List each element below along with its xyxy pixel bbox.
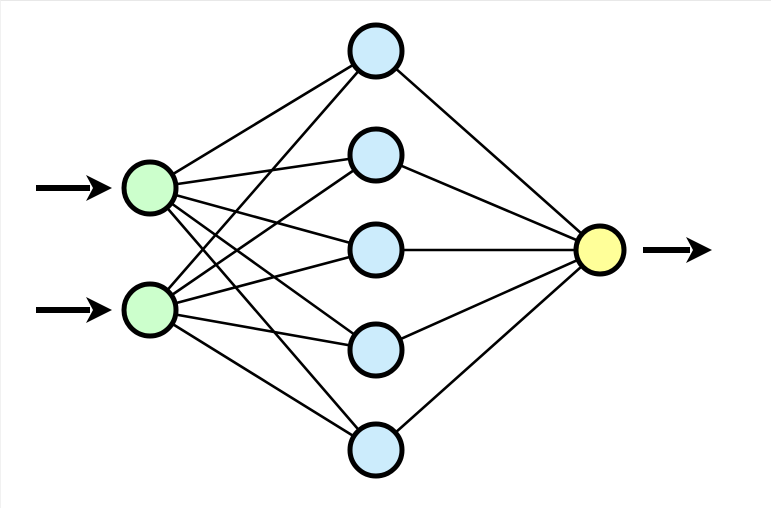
node-hidden-1[interactable] — [347, 22, 405, 80]
input-arrow-2-head — [86, 297, 112, 323]
edge-i2-h3 — [148, 248, 378, 312]
arrow-right-icon — [36, 175, 112, 201]
node-hidden-2[interactable] — [347, 126, 405, 184]
node-hidden-4[interactable] — [347, 321, 405, 379]
edge-group — [148, 49, 602, 452]
node-output-1[interactable] — [573, 223, 627, 277]
edge-h4-o1 — [374, 248, 602, 352]
edge-i1-h3 — [148, 186, 378, 252]
edge-i2-h1 — [148, 49, 378, 312]
edge-i1-h1 — [148, 49, 378, 190]
input-arrow-1-head — [86, 175, 112, 201]
edge-i1-h5 — [148, 186, 378, 452]
edge-i2-h5 — [148, 308, 378, 452]
edge-i2-h2 — [148, 153, 378, 312]
node-hidden-5[interactable] — [347, 421, 405, 479]
edge-h2-o1 — [374, 153, 602, 252]
arrow-right-icon — [36, 297, 112, 323]
edge-h1-o1 — [374, 49, 602, 252]
arrow-right-icon — [643, 237, 712, 263]
edge-i2-h4 — [148, 308, 378, 352]
node-input-2[interactable] — [121, 281, 179, 339]
output-arrow-1-head — [686, 237, 712, 263]
edge-i1-h4 — [148, 186, 378, 352]
edge-i1-h2 — [148, 153, 378, 190]
edge-h5-o1 — [374, 248, 602, 452]
node-input-1[interactable] — [121, 159, 179, 217]
io-arrow-group — [36, 175, 712, 323]
node-hidden-3[interactable] — [347, 221, 405, 279]
node-group — [121, 22, 627, 479]
